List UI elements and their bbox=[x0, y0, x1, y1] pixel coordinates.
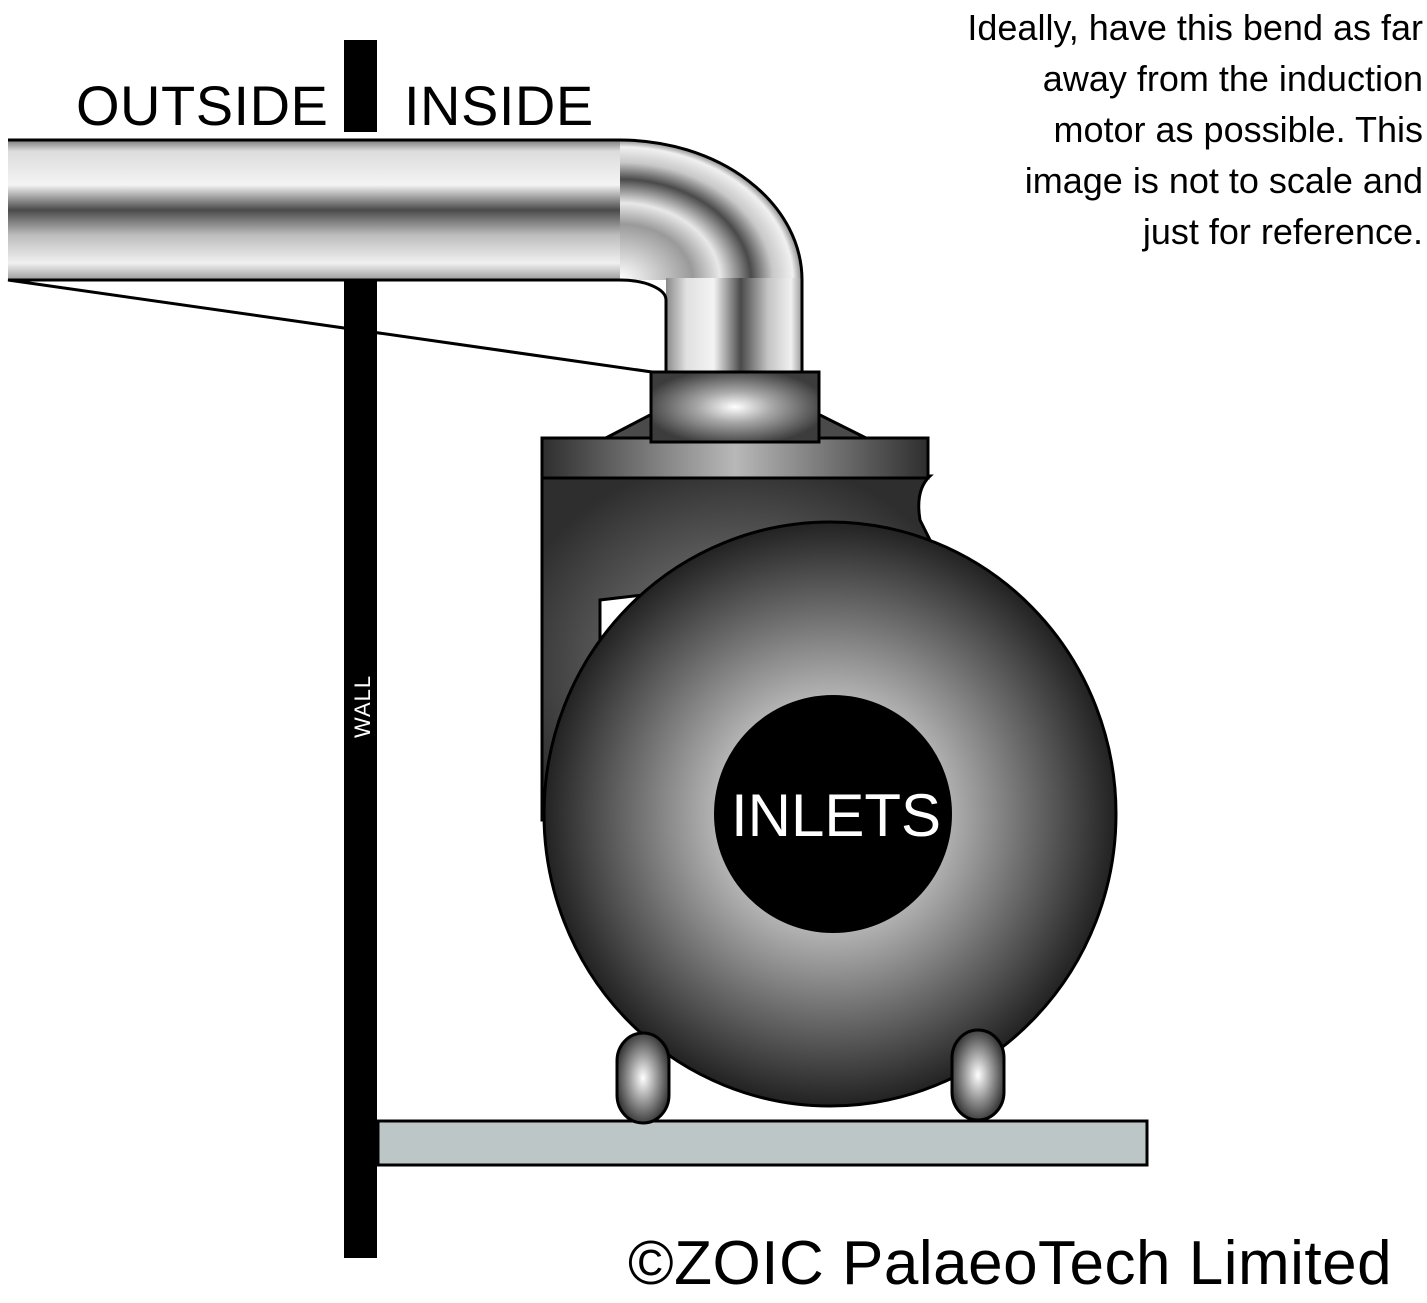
base-plate bbox=[376, 1119, 1149, 1167]
outlet-cap bbox=[649, 370, 821, 444]
inside-label: INSIDE bbox=[404, 74, 594, 137]
inlet-disc bbox=[714, 695, 952, 933]
pump: INLETS bbox=[540, 370, 1118, 1125]
wall bbox=[344, 268, 377, 1258]
outside-label: OUTSIDE bbox=[76, 74, 329, 137]
wall-divider-top bbox=[344, 40, 377, 132]
pump-foot-right bbox=[950, 1028, 1006, 1122]
inlets-label: INLETS bbox=[731, 782, 941, 849]
copyright-text: ©ZOIC PalaeoTech Limited bbox=[628, 1229, 1393, 1298]
exhaust-pipe bbox=[7, 138, 804, 376]
wall-label: WALL bbox=[350, 675, 375, 738]
note-text: Ideally, have this bend as far away from… bbox=[967, 7, 1423, 252]
pump-foot-left bbox=[615, 1031, 671, 1125]
pump-flange bbox=[540, 436, 930, 480]
